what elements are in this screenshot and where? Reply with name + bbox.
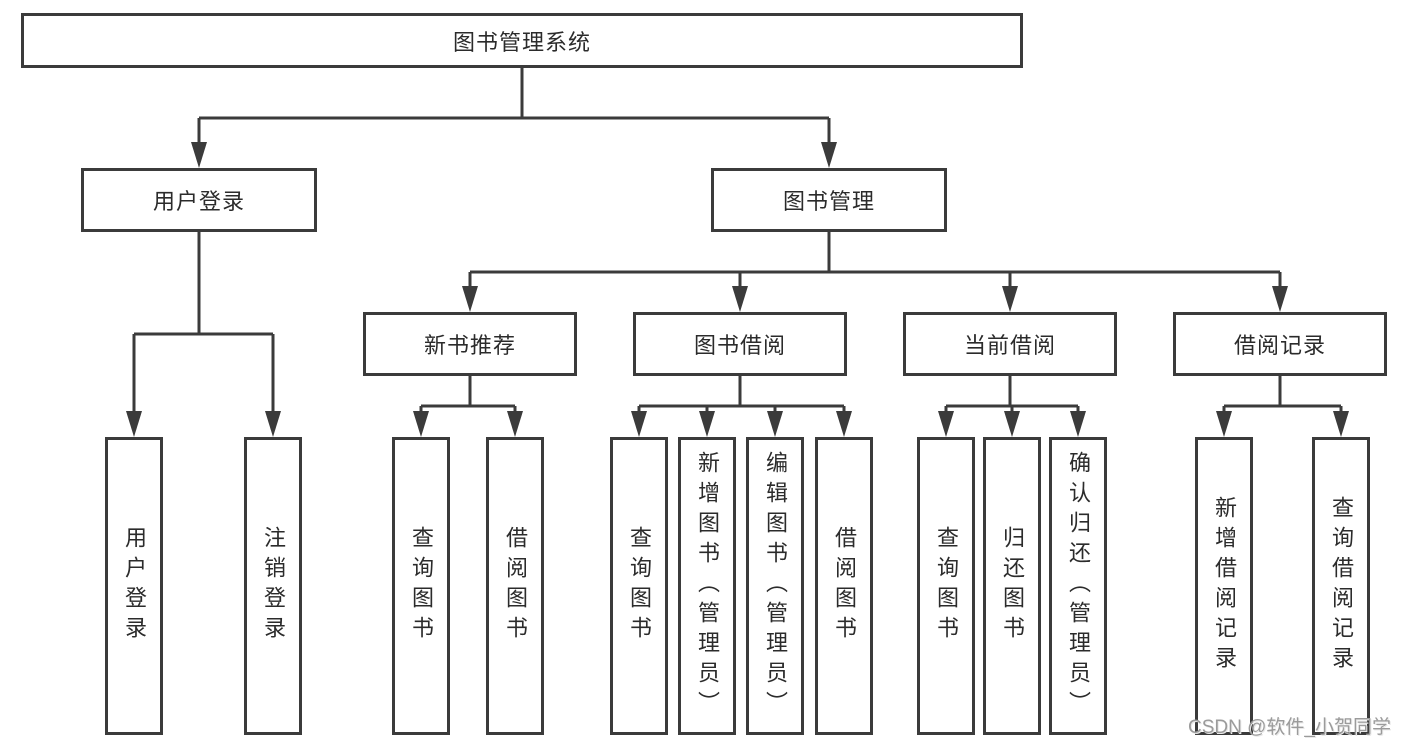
node-current-borrowing: 当前借阅 bbox=[903, 312, 1117, 376]
leaf-label: 注销登录 bbox=[261, 526, 286, 646]
leaf-edit-books-admin: 编辑图书（管理员） bbox=[746, 437, 804, 735]
node-label: 借阅记录 bbox=[1233, 333, 1326, 358]
leaf-recommend-query-books: 查询图书 bbox=[392, 437, 450, 735]
node-label: 用户登录 bbox=[152, 189, 245, 214]
leaf-label: 借阅图书 bbox=[503, 526, 528, 646]
node-book-borrowing: 图书借阅 bbox=[633, 312, 847, 376]
leaf-query-borrow-record: 查询借阅记录 bbox=[1312, 437, 1370, 735]
node-borrowing-records: 借阅记录 bbox=[1173, 312, 1387, 376]
leaf-label: 查询图书 bbox=[934, 526, 959, 646]
node-new-book-recommend: 新书推荐 bbox=[363, 312, 577, 376]
node-library-management-system: 图书管理系统 bbox=[21, 13, 1023, 68]
leaf-logout: 注销登录 bbox=[244, 437, 302, 735]
leaf-borrowing-query-books: 查询图书 bbox=[610, 437, 668, 735]
node-label: 新书推荐 bbox=[423, 333, 516, 358]
leaf-current-query-books: 查询图书 bbox=[917, 437, 975, 735]
leaf-label: 查询图书 bbox=[409, 526, 434, 646]
leaf-label: 编辑图书（管理员） bbox=[763, 451, 788, 721]
leaf-add-borrow-record: 新增借阅记录 bbox=[1195, 437, 1253, 735]
leaf-return-books: 归还图书 bbox=[983, 437, 1041, 735]
leaf-label: 归还图书 bbox=[1000, 526, 1025, 646]
leaf-label: 新增借阅记录 bbox=[1212, 496, 1237, 676]
node-label: 图书管理系统 bbox=[452, 29, 591, 55]
node-label: 当前借阅 bbox=[963, 333, 1056, 358]
csdn-watermark: CSDN @软件_小贺同学 bbox=[1188, 717, 1391, 738]
leaf-label: 借阅图书 bbox=[832, 526, 857, 646]
leaf-label: 新增图书（管理员） bbox=[695, 451, 720, 721]
leaf-user-login: 用户登录 bbox=[105, 437, 163, 735]
node-label: 图书借阅 bbox=[693, 333, 786, 358]
leaf-add-books-admin: 新增图书（管理员） bbox=[678, 437, 736, 735]
node-user-login: 用户登录 bbox=[81, 168, 317, 232]
leaf-confirm-return-admin: 确认归还（管理员） bbox=[1049, 437, 1107, 735]
leaf-label: 用户登录 bbox=[122, 526, 147, 646]
node-book-management: 图书管理 bbox=[711, 168, 947, 232]
leaf-label: 查询图书 bbox=[627, 526, 652, 646]
leaf-recommend-borrow-books: 借阅图书 bbox=[486, 437, 544, 735]
leaf-label: 确认归还（管理员） bbox=[1066, 451, 1091, 721]
leaf-borrowing-borrow-books: 借阅图书 bbox=[815, 437, 873, 735]
leaf-label: 查询借阅记录 bbox=[1329, 496, 1354, 676]
node-label: 图书管理 bbox=[782, 189, 875, 214]
